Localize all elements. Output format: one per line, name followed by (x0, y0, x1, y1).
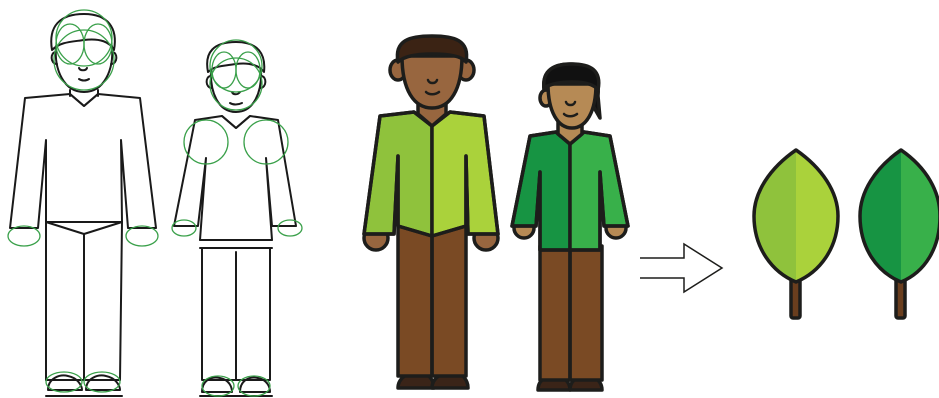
right-arrow-outline-icon (640, 244, 722, 292)
colored-man-lime-shirt (364, 36, 498, 388)
leaf-lime (754, 150, 838, 318)
leaf-green (860, 150, 939, 318)
leaf-right-half (901, 150, 939, 282)
colored-man-green-shirt (512, 64, 628, 390)
sketch-man-short (172, 40, 302, 396)
sketch-man-tall (8, 10, 158, 396)
